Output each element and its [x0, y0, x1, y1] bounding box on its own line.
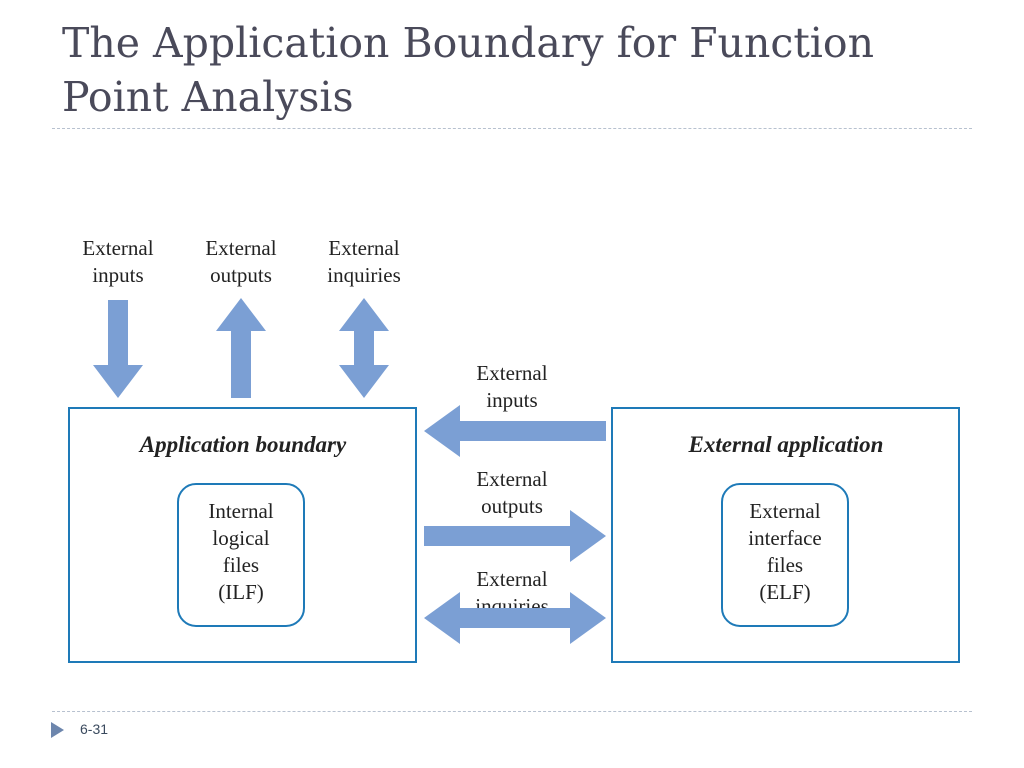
- middle-label-inquiries-line1: External: [476, 567, 547, 591]
- top-label-external-inquiries: External inquiries: [327, 236, 401, 287]
- top-label-external-outputs: External outputs: [205, 236, 276, 287]
- arrow-left-external-inputs: [424, 405, 606, 457]
- middle-label-outputs-line2: outputs: [481, 494, 543, 518]
- external-application-title: External application: [688, 432, 884, 457]
- title-divider: [52, 128, 972, 129]
- elf-box: [721, 483, 849, 627]
- ilf-line3: files: [223, 553, 259, 577]
- ilf-line1: Internal: [208, 499, 273, 523]
- application-boundary-box: [68, 407, 417, 663]
- ilf-box: [177, 483, 305, 627]
- triangle-bullet-icon: [51, 722, 64, 738]
- elf-line3: files: [767, 553, 803, 577]
- middle-label-outputs-line1: External: [476, 467, 547, 491]
- slide-title: The Application Boundary for Function Po…: [62, 19, 874, 121]
- elf-line4: (ELF): [759, 580, 810, 604]
- top-label-external-inputs: External inputs: [82, 236, 153, 287]
- top-label-inquiries-line2: inquiries: [327, 263, 401, 287]
- ilf-line2: logical: [212, 526, 269, 550]
- arrow-bidirectional-external-inquiries: [339, 298, 389, 398]
- application-boundary-title: Application boundary: [138, 432, 347, 457]
- arrow-bidirectional-external-inquiries-horizontal: [424, 592, 606, 644]
- ilf-line4: (ILF): [218, 580, 264, 604]
- arrow-up-external-outputs: [216, 298, 266, 398]
- elf-line1: External: [749, 499, 820, 523]
- arrow-right-external-outputs: [424, 510, 606, 562]
- footer-divider: [52, 711, 972, 712]
- middle-label-inputs-line2: inputs: [486, 388, 537, 412]
- external-application-box: [611, 407, 960, 663]
- top-label-inquiries-line1: External: [328, 236, 399, 260]
- top-label-inputs-line1: External: [82, 236, 153, 260]
- top-label-outputs-line2: outputs: [210, 263, 272, 287]
- top-label-outputs-line1: External: [205, 236, 276, 260]
- slide-number: 6-31: [80, 721, 109, 737]
- middle-label-inputs-line1: External: [476, 361, 547, 385]
- elf-line2: interface: [748, 526, 821, 550]
- arrow-down-external-inputs: [93, 300, 143, 398]
- top-label-inputs-line2: inputs: [92, 263, 143, 287]
